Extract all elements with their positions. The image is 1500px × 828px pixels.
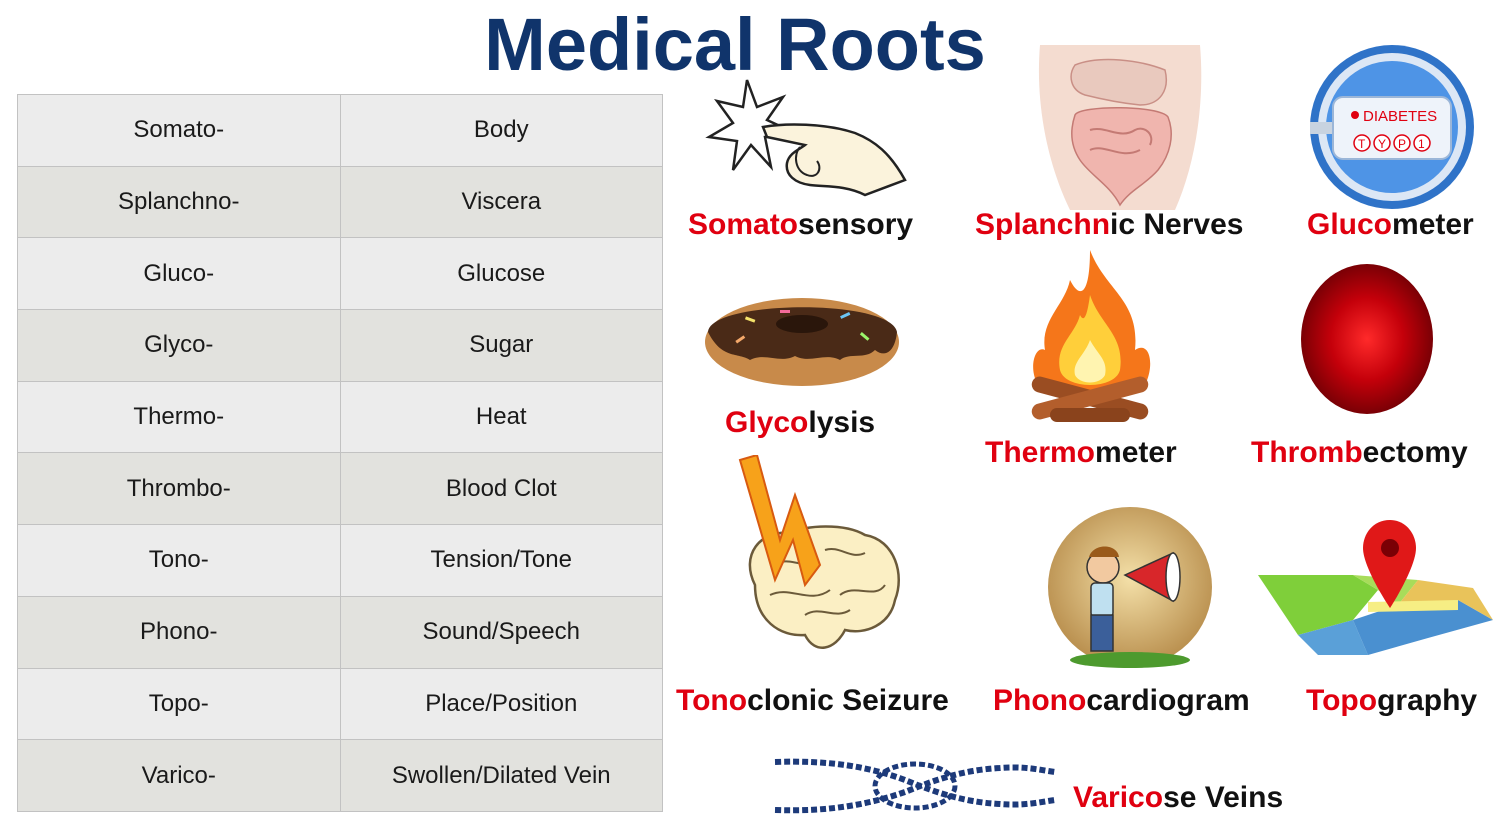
root-highlight: Gluco xyxy=(1307,208,1393,241)
meaning-cell: Place/Position xyxy=(339,667,663,741)
example-somatosensory: Somatosensory xyxy=(688,208,913,242)
roots-table: Somato-Body Splanchno-Viscera Gluco-Gluc… xyxy=(17,94,663,812)
word-remainder: meter xyxy=(1392,208,1474,241)
root-cell: Varico- xyxy=(17,739,341,812)
meaning-cell: Sound/Speech xyxy=(339,595,663,669)
table-row: Tono-Tension/Tone xyxy=(17,524,663,597)
campfire-icon xyxy=(1031,250,1151,422)
brain-lightning-icon xyxy=(738,455,900,649)
root-highlight: Glyco xyxy=(725,406,809,439)
meaning-cell: Heat xyxy=(339,380,663,454)
map-pin-icon xyxy=(1258,520,1493,655)
root-highlight: Somato xyxy=(688,208,799,241)
meaning-cell: Sugar xyxy=(339,309,663,382)
root-cell: Somato- xyxy=(17,94,341,167)
root-highlight: Thermo xyxy=(985,436,1096,469)
word-remainder: se Veins xyxy=(1163,781,1284,814)
root-cell: Tono- xyxy=(17,524,341,597)
root-cell: Topo- xyxy=(17,667,341,741)
table-row: Thermo-Heat xyxy=(17,380,663,454)
example-tonoclonic-seizure: Tonoclonic Seizure xyxy=(676,684,949,718)
root-highlight: Splanchn xyxy=(975,208,1111,241)
meaning-cell: Tension/Tone xyxy=(339,524,663,597)
table-row: Topo-Place/Position xyxy=(17,667,663,741)
root-cell: Glyco- xyxy=(17,309,341,382)
word-remainder: graphy xyxy=(1377,684,1478,717)
donut-icon xyxy=(705,298,899,386)
meaning-cell: Blood Clot xyxy=(339,452,663,526)
meaning-cell: Viscera xyxy=(339,165,663,239)
glucometer-letter: T xyxy=(1358,137,1366,151)
root-cell: Thermo- xyxy=(17,380,341,454)
example-topography: Topography xyxy=(1306,684,1477,718)
table-row: Gluco-Glucose xyxy=(17,237,663,311)
example-thrombectomy: Thrombectomy xyxy=(1251,436,1468,470)
glucometer-letter: 1 xyxy=(1418,137,1425,151)
word-remainder: clonic Seizure xyxy=(747,684,949,717)
word-remainder: ic Nerves xyxy=(1110,208,1244,241)
table-row: Somato-Body xyxy=(17,94,663,167)
root-cell: Phono- xyxy=(17,595,341,669)
word-remainder: lysis xyxy=(808,406,876,439)
megaphone-man-icon xyxy=(1048,507,1212,668)
glucometer-screen-label: DIABETES xyxy=(1363,108,1437,125)
root-highlight: Tono xyxy=(676,684,748,717)
example-splanchnic-nerves: Splanchnic Nerves xyxy=(975,208,1243,242)
pointing-hand-icon xyxy=(705,79,907,197)
knotted-rope-icon xyxy=(774,758,1056,814)
table-row: Varico-Swollen/Dilated Vein xyxy=(17,739,663,812)
example-varicose-veins: Varicose Veins xyxy=(1073,781,1283,815)
root-cell: Gluco- xyxy=(17,237,341,311)
root-highlight: Phono xyxy=(993,684,1087,717)
example-glucometer: Glucometer xyxy=(1307,208,1474,242)
meaning-cell: Body xyxy=(339,94,663,167)
word-remainder: sensory xyxy=(798,208,914,241)
example-glycolysis: Glycolysis xyxy=(725,406,875,440)
abdomen-organs-icon xyxy=(1038,45,1202,210)
table-row: Phono-Sound/Speech xyxy=(17,595,663,669)
glucometer-letter: P xyxy=(1398,137,1406,151)
root-cell: Splanchno- xyxy=(17,165,341,239)
table-row: Splanchno-Viscera xyxy=(17,165,663,239)
meaning-cell: Swollen/Dilated Vein xyxy=(339,739,663,812)
root-highlight: Thromb xyxy=(1251,436,1363,469)
word-remainder: meter xyxy=(1095,436,1177,469)
blood-cell-icon xyxy=(1301,264,1433,414)
glucometer-letter: Y xyxy=(1378,137,1386,151)
word-remainder: cardiogram xyxy=(1086,684,1250,717)
table-row: Thrombo-Blood Clot xyxy=(17,452,663,526)
example-phonocardiogram: Phonocardiogram xyxy=(993,684,1250,718)
meaning-cell: Glucose xyxy=(339,237,663,311)
root-highlight: Topo xyxy=(1306,684,1378,717)
page-title: Medical Roots xyxy=(484,3,986,86)
root-cell: Thrombo- xyxy=(17,452,341,526)
glucometer-icon: DIABETES T Y P 1 xyxy=(1310,45,1474,209)
root-highlight: Varico xyxy=(1073,781,1164,814)
word-remainder: ectomy xyxy=(1362,436,1468,469)
table-row: Glyco-Sugar xyxy=(17,309,663,382)
example-thermometer: Thermometer xyxy=(985,436,1177,470)
